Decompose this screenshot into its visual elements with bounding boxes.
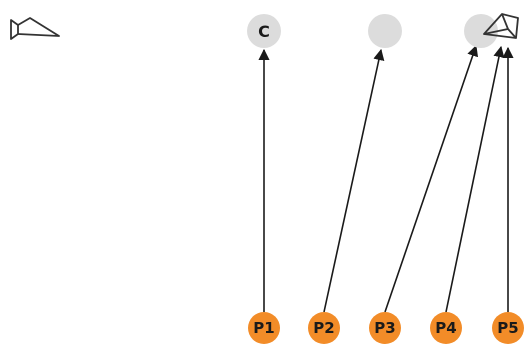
speaker-left-icon — [10, 17, 60, 40]
target-circle — [464, 14, 498, 48]
target-group: C — [247, 14, 498, 48]
point-label: P3 — [374, 319, 395, 337]
point-label: P1 — [253, 319, 274, 337]
point-circle — [430, 312, 462, 344]
point-label: P5 — [497, 319, 518, 337]
point-p3: P3 — [369, 312, 401, 344]
arrow-group — [258, 44, 514, 313]
point-circle — [369, 312, 401, 344]
point-group: P1 P2 P3 P4 P5 — [248, 312, 524, 344]
arrow-p4 — [445, 45, 505, 313]
speaker-right-icon — [483, 13, 519, 39]
point-p2: P2 — [308, 312, 340, 344]
point-p4: P4 — [430, 312, 462, 344]
point-circle — [248, 312, 280, 344]
target-label: C — [258, 22, 270, 41]
target-node-t3 — [464, 14, 498, 48]
target-circle — [247, 14, 281, 48]
target-node-t2 — [368, 14, 402, 48]
point-label: P2 — [313, 319, 334, 337]
point-circle — [492, 312, 524, 344]
point-circle — [308, 312, 340, 344]
point-label: P4 — [435, 319, 456, 337]
arrow-p3 — [384, 44, 479, 313]
point-p1: P1 — [248, 312, 280, 344]
target-node-c: C — [247, 14, 281, 48]
point-p5: P5 — [492, 312, 524, 344]
arrow-p2 — [323, 48, 385, 313]
target-circle — [368, 14, 402, 48]
